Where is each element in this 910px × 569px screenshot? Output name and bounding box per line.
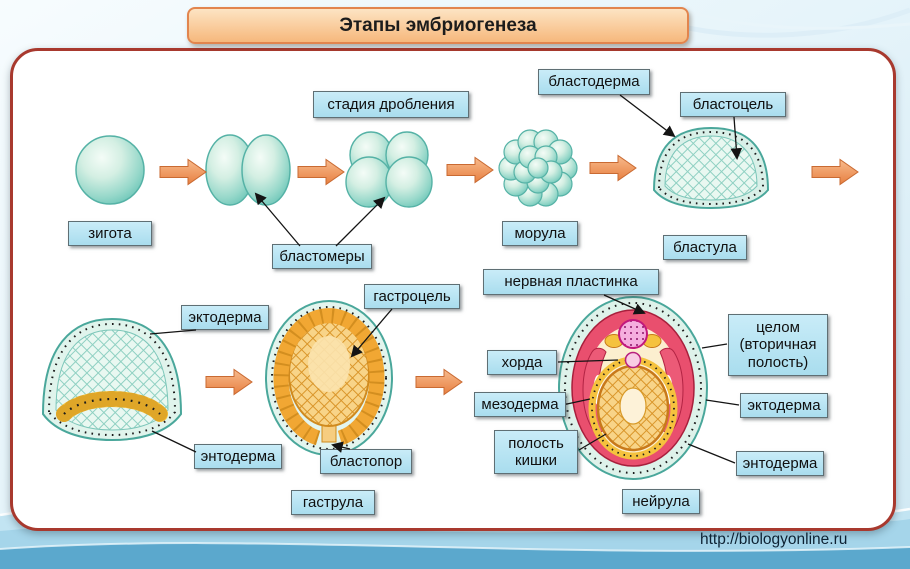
gut-cavity-shape — [619, 387, 647, 425]
blastoderm-layer — [657, 130, 765, 206]
ectoderm-layer — [47, 322, 177, 437]
zygote-illustration — [75, 135, 145, 205]
label-endoderm-left: энтодерма — [194, 444, 282, 469]
neurula-illustration — [558, 296, 708, 480]
label-ectoderm-left: эктодерма — [181, 305, 269, 330]
label-endoderm-right: энтодерма — [736, 451, 824, 476]
label-neurula: нейрула — [622, 489, 700, 514]
label-ectoderm-right: эктодерма — [740, 393, 828, 418]
notochord-shape — [624, 351, 642, 369]
gastrula-illustration — [265, 300, 393, 456]
label-zygote: зигота — [68, 221, 152, 246]
title-banner: Этапы эмбриогенеза — [187, 7, 689, 44]
blastula-illustration — [652, 126, 770, 210]
label-gastrula: гаструла — [291, 490, 375, 515]
label-mesoderm: мезодерма — [474, 392, 566, 417]
early-gastrula-illustration — [41, 317, 183, 442]
morula-illustration — [498, 129, 578, 207]
four-cell-illustration — [345, 131, 433, 208]
label-coelom: целом (вторичная полость) — [728, 314, 828, 376]
label-blastula: бластула — [663, 235, 747, 260]
label-blastopore: бластопор — [320, 449, 412, 474]
neural-plate-shape — [618, 319, 648, 349]
label-cleavage-stage: стадия дробления — [313, 91, 469, 118]
label-notochord: хорда — [487, 350, 557, 375]
label-morula: морула — [502, 221, 578, 246]
label-gut-cavity: полость кишки — [494, 430, 578, 474]
footer-url-link[interactable]: http://biologyonline.ru — [700, 531, 848, 548]
label-neural-plate: нервная пластинка — [483, 269, 659, 295]
label-blastocoel: бластоцель — [680, 92, 786, 117]
label-blastoderm: бластодерма — [538, 69, 650, 95]
label-gastrocoel: гастроцель — [364, 284, 460, 309]
label-blastomeres: бластомеры — [272, 244, 372, 269]
two-cell-illustration — [205, 134, 291, 206]
